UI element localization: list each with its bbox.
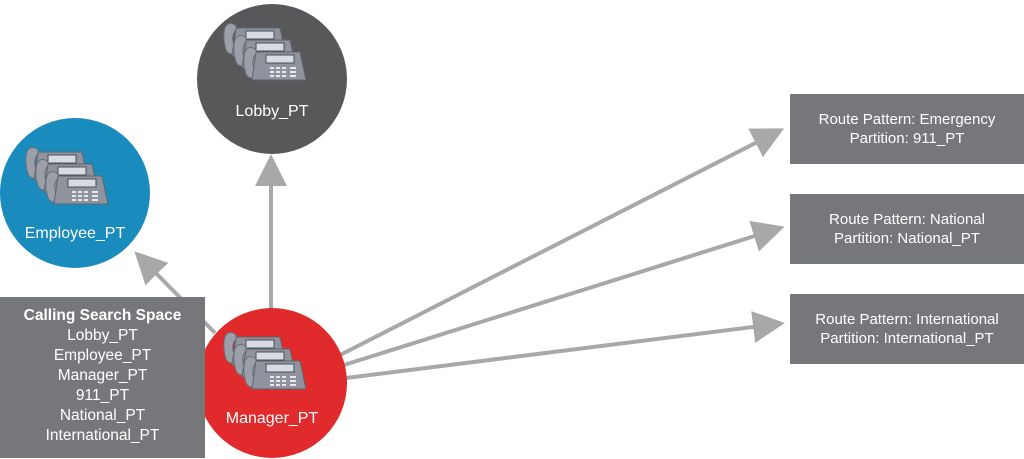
- partition-911-label: Partition: 911_PT: [849, 130, 965, 147]
- route-pattern-national-box: Route Pattern: National Partition: Natio…: [790, 194, 1024, 264]
- employee-label: Employee_PT: [24, 225, 126, 242]
- css-item-employee: Employee_PT: [53, 347, 152, 364]
- css-item-911: 911_PT: [75, 387, 130, 404]
- css-item-national: National_PT: [59, 407, 146, 424]
- arrow-to-international: [345, 311, 785, 380]
- css-item-international: International_PT: [45, 427, 160, 444]
- partition-international-label: Partition: International_PT: [820, 330, 994, 347]
- css-item-manager: Manager_PT: [57, 367, 148, 384]
- route-pattern-emergency-label: Route Pattern: Emergency: [818, 111, 996, 128]
- route-pattern-national-label: Route Pattern: National: [829, 211, 985, 228]
- lobby-label: Lobby_PT: [235, 103, 309, 120]
- route-pattern-emergency-box: Route Pattern: Emergency Partition: 911_…: [790, 94, 1024, 164]
- calling-search-space-box: Calling Search Space Lobby_PT Employee_P…: [0, 297, 205, 458]
- calling-search-space-title: Calling Search Space: [23, 307, 182, 324]
- arrow-to-national: [343, 220, 785, 367]
- manager-label: Manager_PT: [225, 410, 319, 427]
- partition-national-label: Partition: National_PT: [834, 230, 980, 247]
- route-pattern-international-box: Route Pattern: International Partition: …: [790, 294, 1024, 364]
- route-pattern-international-label: Route Pattern: International: [815, 311, 999, 328]
- css-item-lobby: Lobby_PT: [67, 327, 138, 344]
- arrow-to-emergency: [339, 128, 785, 357]
